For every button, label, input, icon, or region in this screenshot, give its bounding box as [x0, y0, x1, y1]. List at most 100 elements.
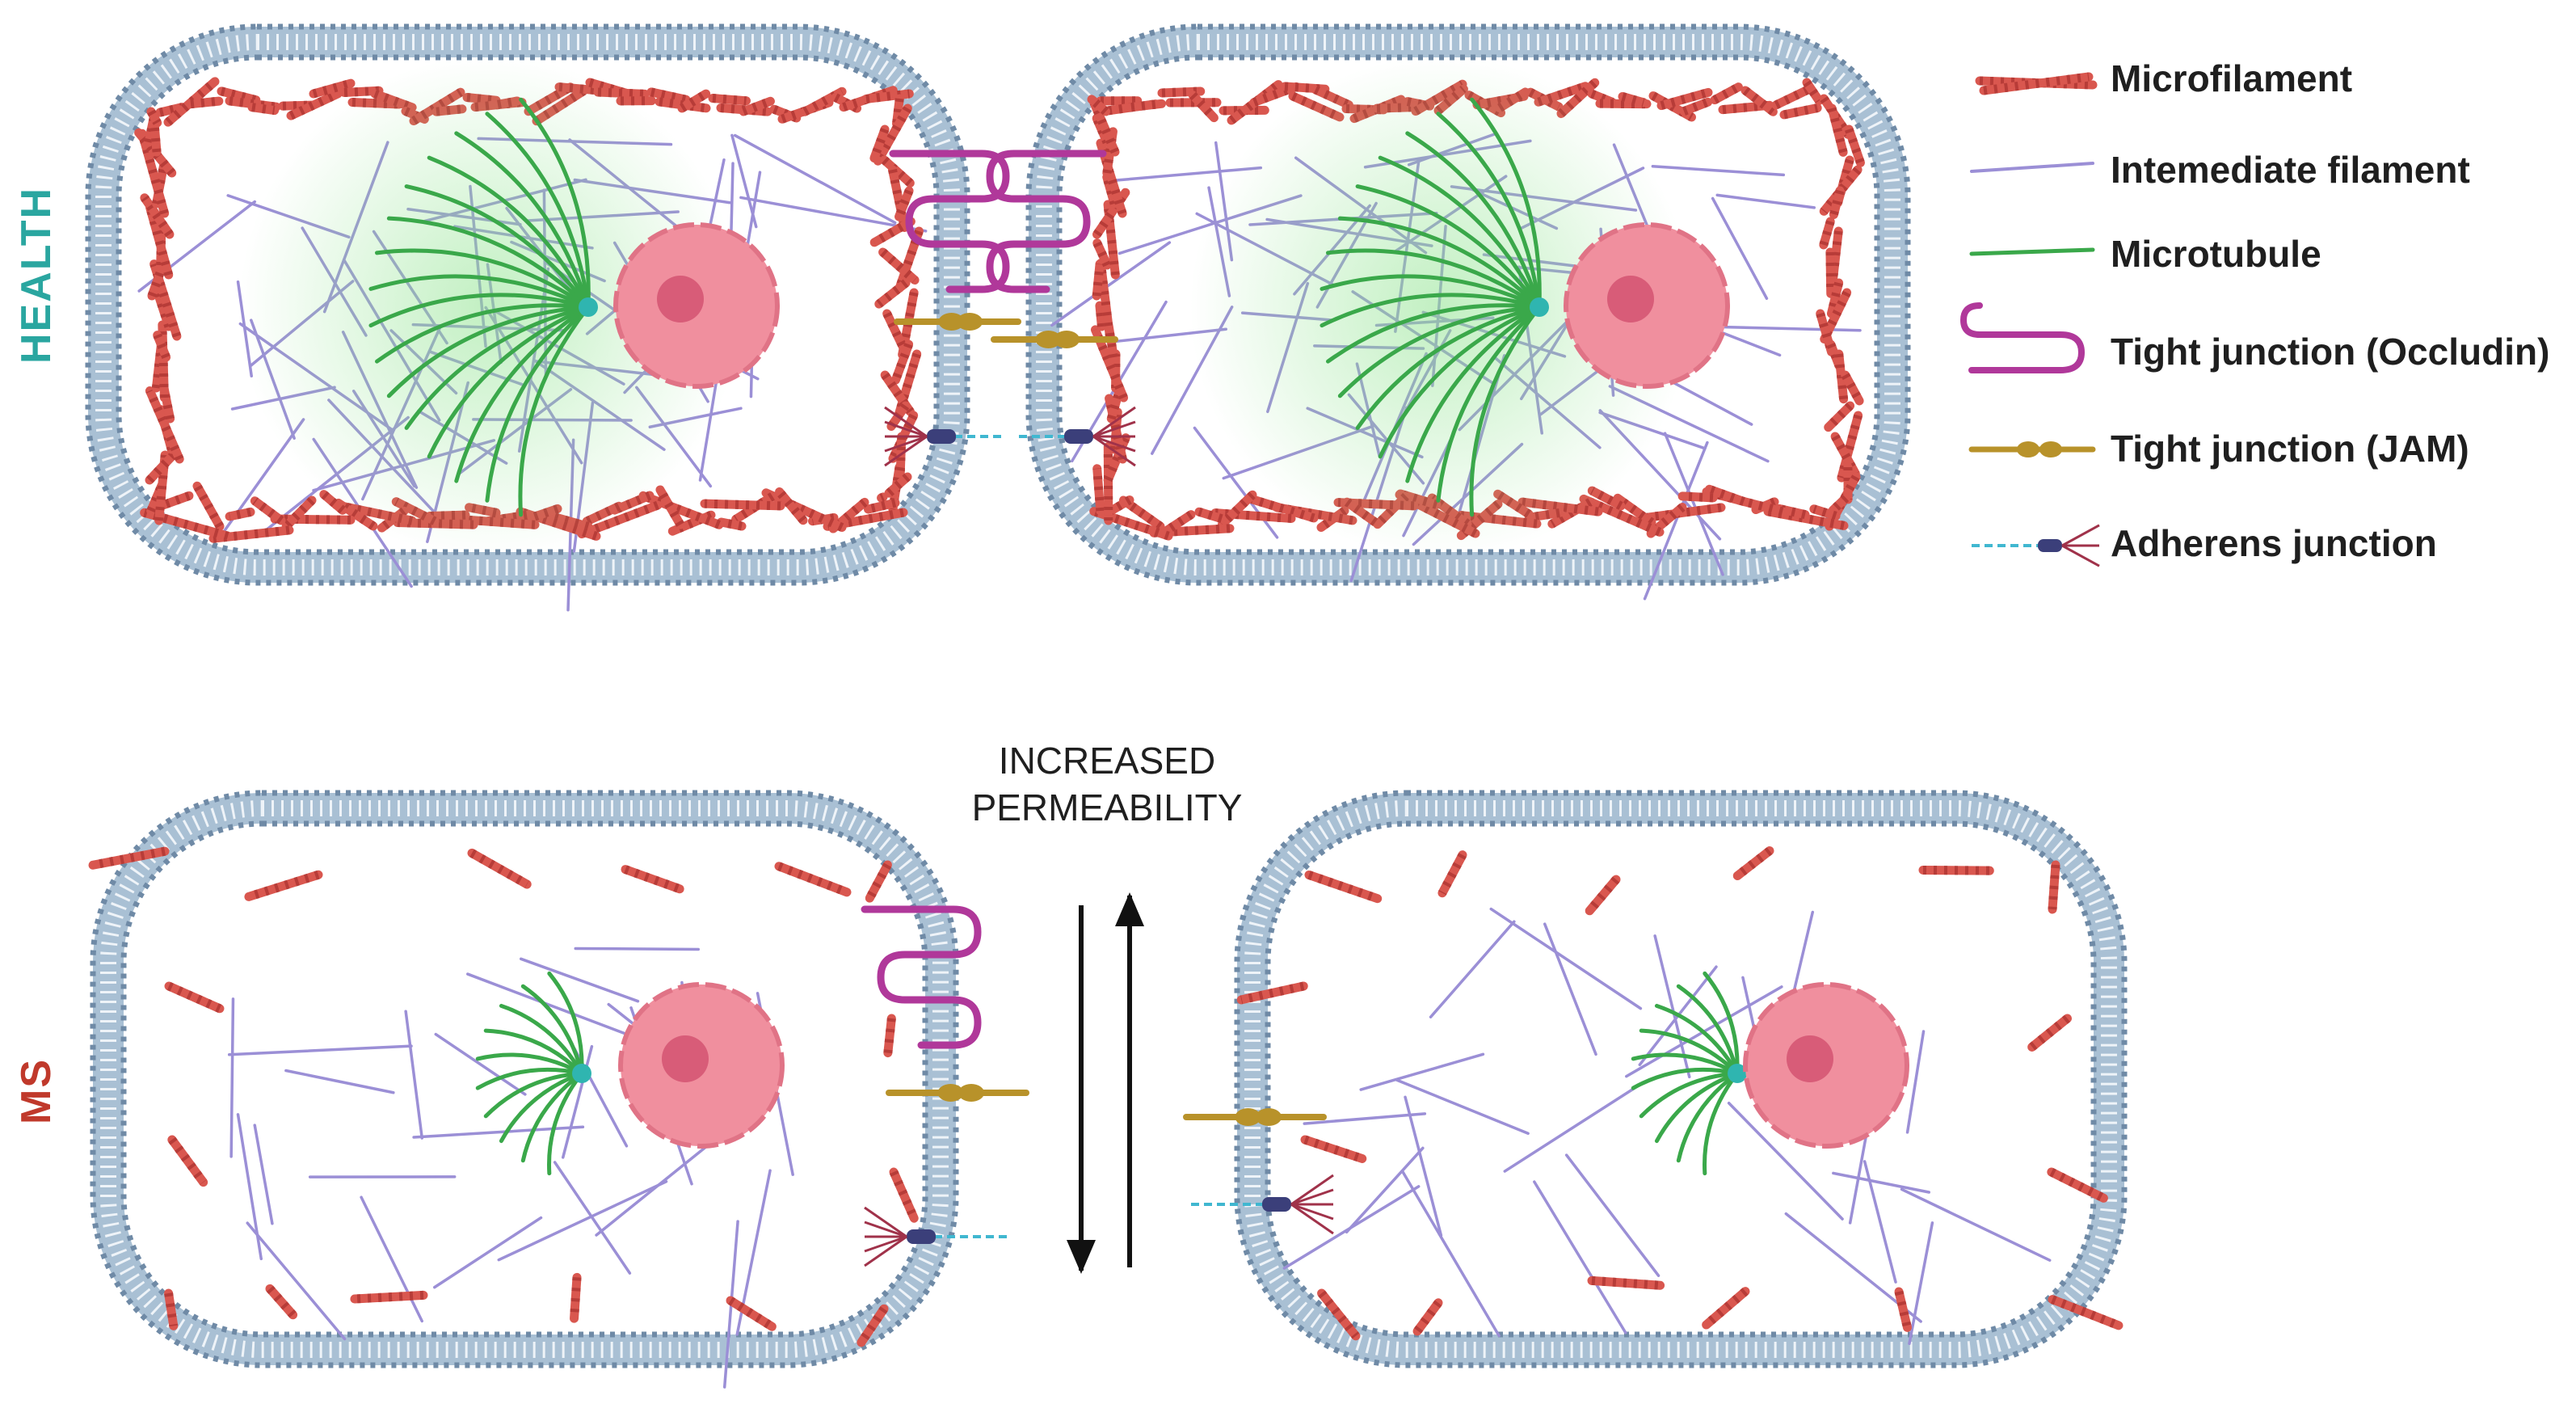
- microtubule: [1676, 984, 1740, 1076]
- microfilament-beads: [1682, 98, 1710, 116]
- intermediate-filament: [466, 972, 643, 1042]
- legend-label-microfilament: Microfilament: [2111, 57, 2353, 99]
- microtubule: [1337, 305, 1542, 398]
- legend-label-tight-junction-occludin: Tight junction (Occludin): [2111, 331, 2550, 373]
- intermediate-filament: [246, 1221, 347, 1341]
- adherens-actin-link: [884, 435, 928, 453]
- health-cell-right: [1025, 23, 1911, 601]
- microfilament: [717, 517, 747, 531]
- membrane-inner-heads: [120, 820, 928, 1338]
- microfilament: [217, 86, 261, 105]
- microfilament-beads: [1092, 241, 1112, 268]
- microfilament-beads: [742, 97, 772, 116]
- microfilament-beads: [1219, 491, 1256, 528]
- microfilament: [1579, 494, 1665, 537]
- microfilament: [1126, 99, 1167, 112]
- cell-membrane: [88, 27, 967, 583]
- adherens-catenin: [1064, 429, 1093, 444]
- microfilament-beads: [889, 1170, 919, 1221]
- microfilament-beads: [141, 195, 174, 238]
- microfilament-beads: [145, 206, 173, 276]
- intermediate-filament: [1832, 1171, 1930, 1194]
- microtubule: [427, 305, 591, 459]
- microfilament-beads: [879, 492, 886, 503]
- microtubule-glow: [1190, 56, 1692, 559]
- microfilament-beads: [1825, 251, 1836, 294]
- intermediate-filament: [1395, 1078, 1530, 1136]
- microtubule: [404, 305, 591, 430]
- microfilament-beads: [1827, 107, 1848, 154]
- microfilament: [1656, 87, 1713, 111]
- adherens-actin-link: [864, 1221, 907, 1238]
- intermediate-filament: [1543, 922, 1597, 1056]
- microfilament-beads: [570, 1276, 582, 1319]
- microfilament-beads: [145, 389, 184, 462]
- microfilament-beads: [894, 189, 914, 219]
- microtubule: [1325, 248, 1542, 310]
- membrane-outer-heads: [85, 23, 970, 586]
- centrosome: [572, 1064, 591, 1083]
- microfilament: [1704, 484, 1749, 507]
- microtubule: [1654, 1003, 1740, 1076]
- membrane-lipids: [1244, 800, 2117, 1358]
- microfilament-beads: [1983, 72, 2090, 95]
- adherens-actin-link: [1290, 1203, 1334, 1235]
- legend-icons: [1959, 72, 2100, 567]
- nucleolus: [657, 276, 704, 323]
- microfilament-beads: [135, 129, 175, 176]
- adherens-catenin: [907, 1229, 936, 1244]
- microfilament-beads: [1589, 89, 1614, 107]
- microtubule: [547, 1071, 584, 1176]
- jam-domain: [938, 313, 965, 331]
- microtubule: [547, 971, 584, 1076]
- intermediate-filament: [360, 1195, 423, 1323]
- intermediate-filament: [497, 1180, 668, 1262]
- microtubule: [1355, 305, 1542, 430]
- microtubule: [1355, 184, 1542, 310]
- microfilament-beads: [1803, 80, 1823, 103]
- microfilament: [1826, 278, 1844, 318]
- adherens-actin-link: [864, 1235, 907, 1267]
- centrosome: [1530, 297, 1549, 317]
- adherens-catenin: [1262, 1197, 1291, 1212]
- legend-occludin-shape: [1959, 302, 2086, 373]
- membrane-inner-heads: [1265, 820, 2097, 1338]
- intermediate-filament: [229, 997, 235, 1158]
- intermediate-filament: [1715, 193, 1816, 209]
- microfilament-beads: [704, 499, 781, 511]
- microfilament: [1188, 91, 1219, 123]
- microtubule: [1378, 305, 1542, 459]
- adherens-catenin: [927, 429, 956, 444]
- health-label: HEALTH: [13, 186, 60, 364]
- tight-junction-occludin: [986, 150, 1107, 293]
- microfilament-beads: [656, 487, 684, 527]
- intermediate-filament: [1863, 1160, 1897, 1284]
- microfilament-beads: [2048, 864, 2060, 910]
- intermediate-filament: [1303, 1112, 1427, 1125]
- legend-jam-domain: [2017, 441, 2039, 457]
- adherens-actin-link: [1290, 1203, 1334, 1221]
- intermediate-filament: [1908, 1221, 1934, 1345]
- microfilament-beads: [880, 248, 918, 284]
- intermediate-filament: [404, 1010, 424, 1140]
- intermediate-filament: [1653, 934, 1691, 1079]
- intermediate-filament: [1663, 432, 1724, 576]
- adherens-actin-link: [1092, 435, 1136, 453]
- microfilament-beads: [1586, 876, 1620, 914]
- microfilament-beads: [1307, 871, 1379, 903]
- microfilament-beads: [147, 109, 162, 125]
- intermediate-filament: [1900, 1187, 2052, 1262]
- microtubule: [499, 1071, 584, 1144]
- microfilament: [883, 1014, 896, 1058]
- microfilament: [775, 487, 808, 525]
- microfilament-beads: [802, 87, 844, 116]
- microtubule: [1469, 305, 1542, 517]
- microfilament-beads: [312, 78, 352, 99]
- intermediate-filament: [253, 1124, 274, 1225]
- microtubule: [386, 216, 591, 310]
- microfilament-beads: [882, 311, 910, 356]
- microfilament: [164, 981, 225, 1014]
- microfilament-beads: [1091, 327, 1128, 400]
- intermediate-filament: [1727, 1101, 1844, 1221]
- permeability-text: INCREASED PERMEABILITY: [921, 737, 1293, 831]
